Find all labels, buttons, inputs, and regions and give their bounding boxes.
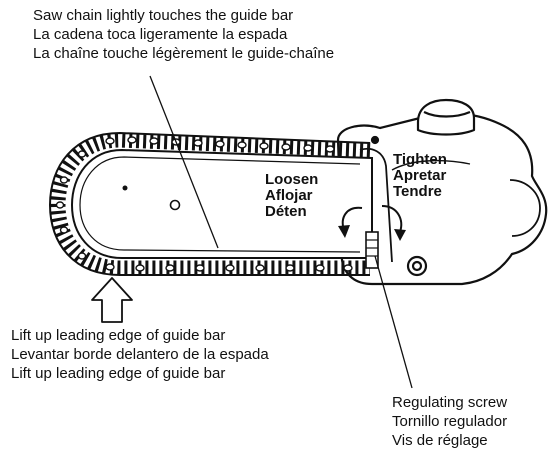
guide-bar bbox=[50, 133, 372, 275]
regulating-screw-label-es: Tornillo regulador bbox=[392, 412, 507, 431]
tighten-label-es: Apretar bbox=[393, 168, 447, 184]
up-arrow-icon bbox=[92, 278, 132, 322]
tighten-label: Tighten Apretar Tendre bbox=[393, 152, 447, 200]
loosen-label-en: Loosen bbox=[265, 172, 318, 188]
lift-edge-label: Lift up leading edge of guide bar Levant… bbox=[11, 326, 269, 383]
lift-edge-label-es: Levantar borde delantero de la espada bbox=[11, 345, 269, 364]
regulating-screw-label-en: Regulating screw bbox=[392, 393, 507, 412]
lift-edge-label-fr: Lift up leading edge of guide bar bbox=[11, 364, 269, 383]
regulating-screw-label-fr: Vis de réglage bbox=[392, 431, 507, 450]
tighten-label-en: Tighten bbox=[393, 152, 447, 168]
loosen-label-es: Aflojar bbox=[265, 188, 318, 204]
lift-edge-label-en: Lift up leading edge of guide bar bbox=[11, 326, 269, 345]
regulating-screw-label: Regulating screw Tornillo regulador Vis … bbox=[392, 393, 507, 450]
tighten-label-fr: Tendre bbox=[393, 184, 447, 200]
loosen-label: Loosen Aflojar Déten bbox=[265, 172, 318, 220]
loosen-label-fr: Déten bbox=[265, 204, 318, 220]
